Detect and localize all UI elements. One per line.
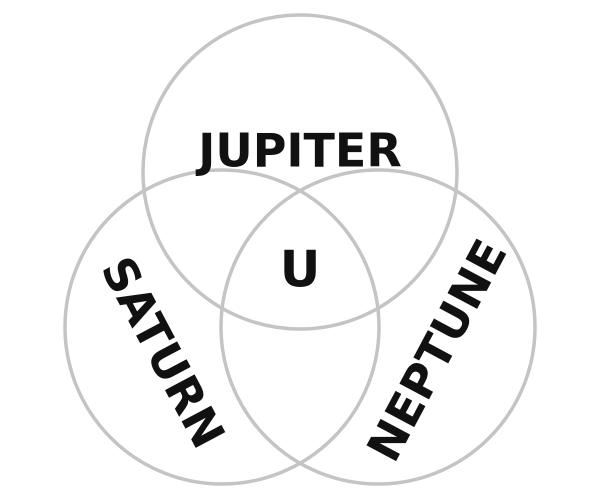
label-jupiter: JUPITER xyxy=(195,124,402,178)
label-center: U xyxy=(280,241,321,299)
circle-saturn xyxy=(63,168,381,486)
circle-neptune xyxy=(219,168,537,486)
circle-jupiter xyxy=(141,13,459,331)
label-saturn: SATURN xyxy=(90,248,235,457)
